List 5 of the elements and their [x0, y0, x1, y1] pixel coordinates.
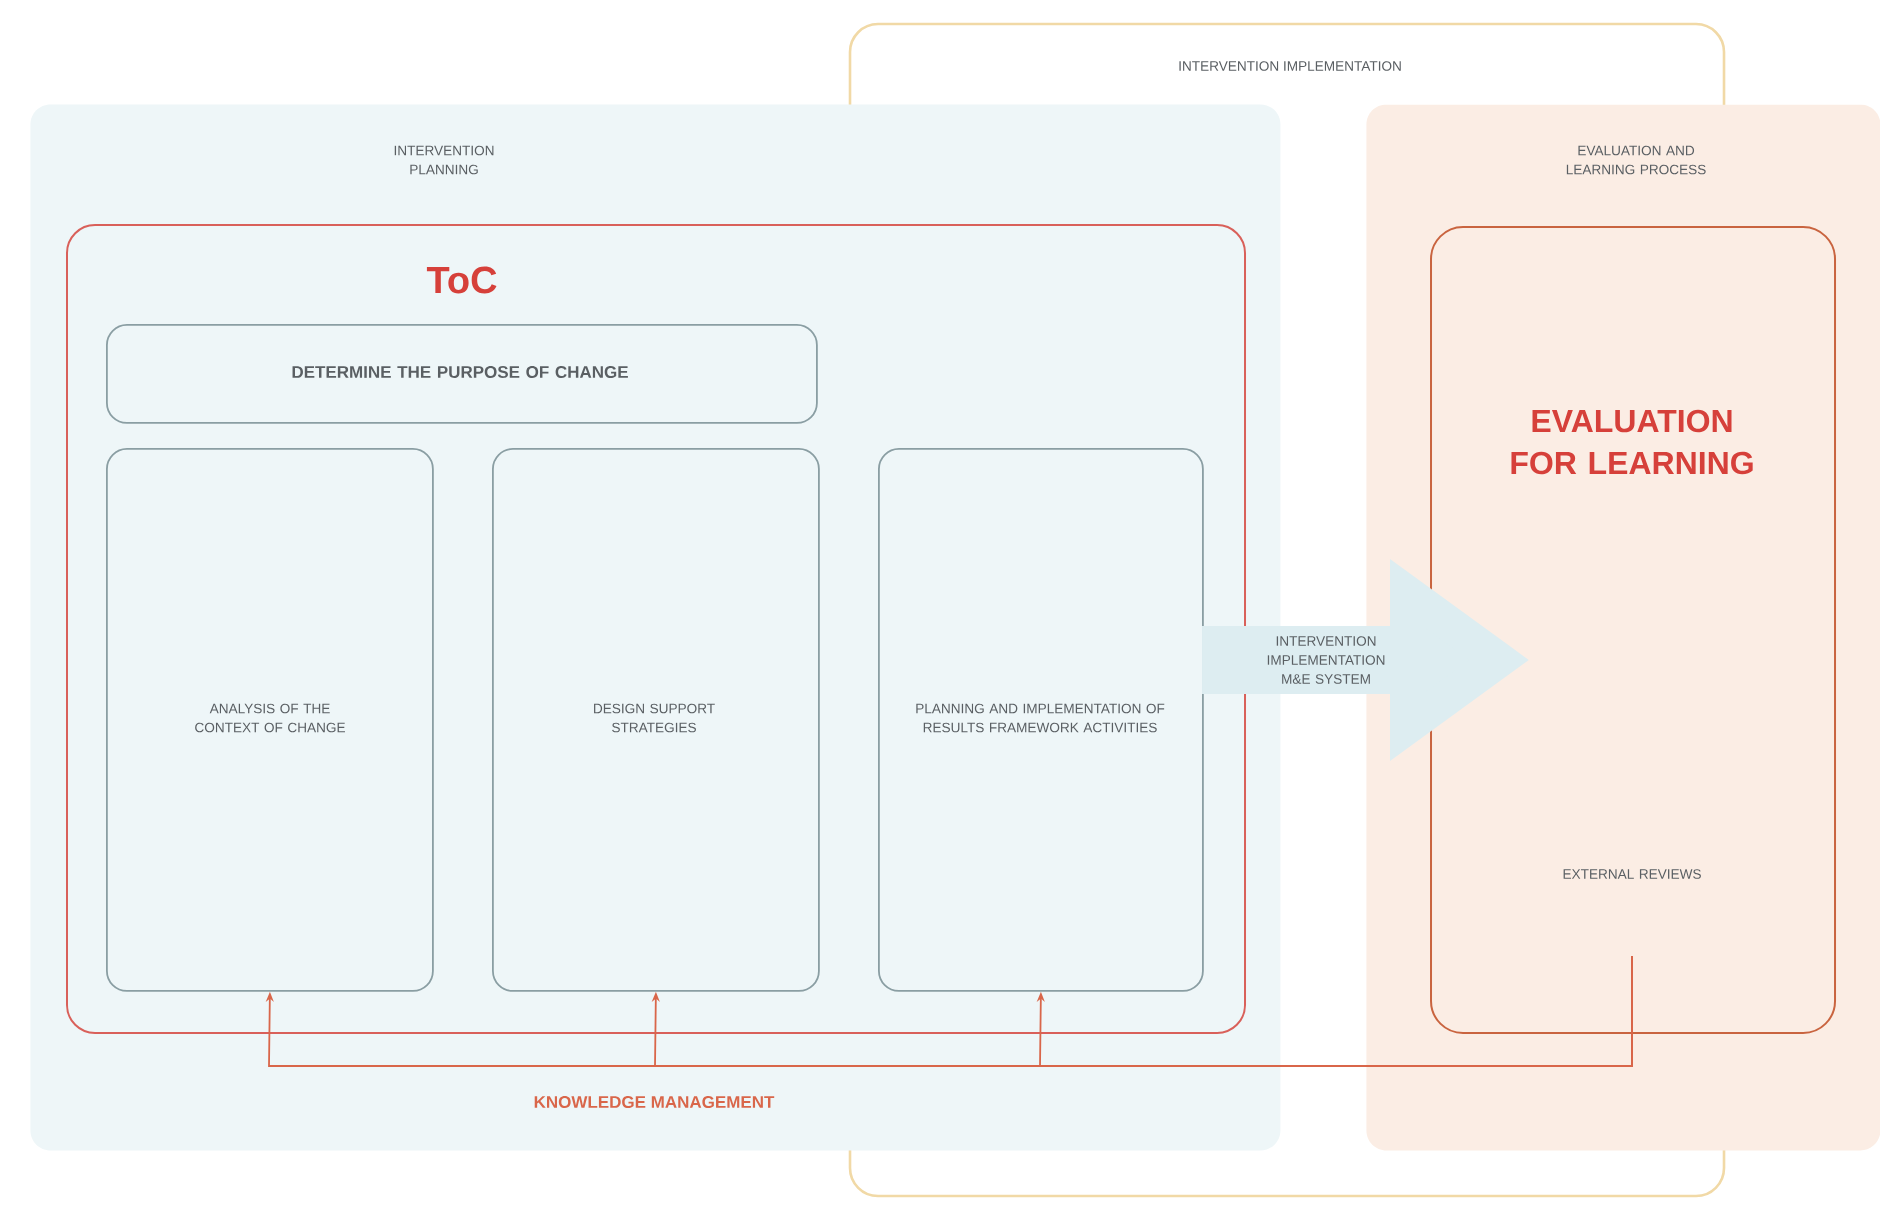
arrow: [1036, 955, 1633, 1067]
heading: ToC: [426, 266, 497, 294]
label-text: KNOWLEDGE MANAGEMENT: [534, 1096, 775, 1108]
heading: EVALUATION FOR LEARNING: [1511, 409, 1753, 475]
box-text: DETERMINE THE PURPOSE OF CHANGE: [292, 366, 628, 378]
